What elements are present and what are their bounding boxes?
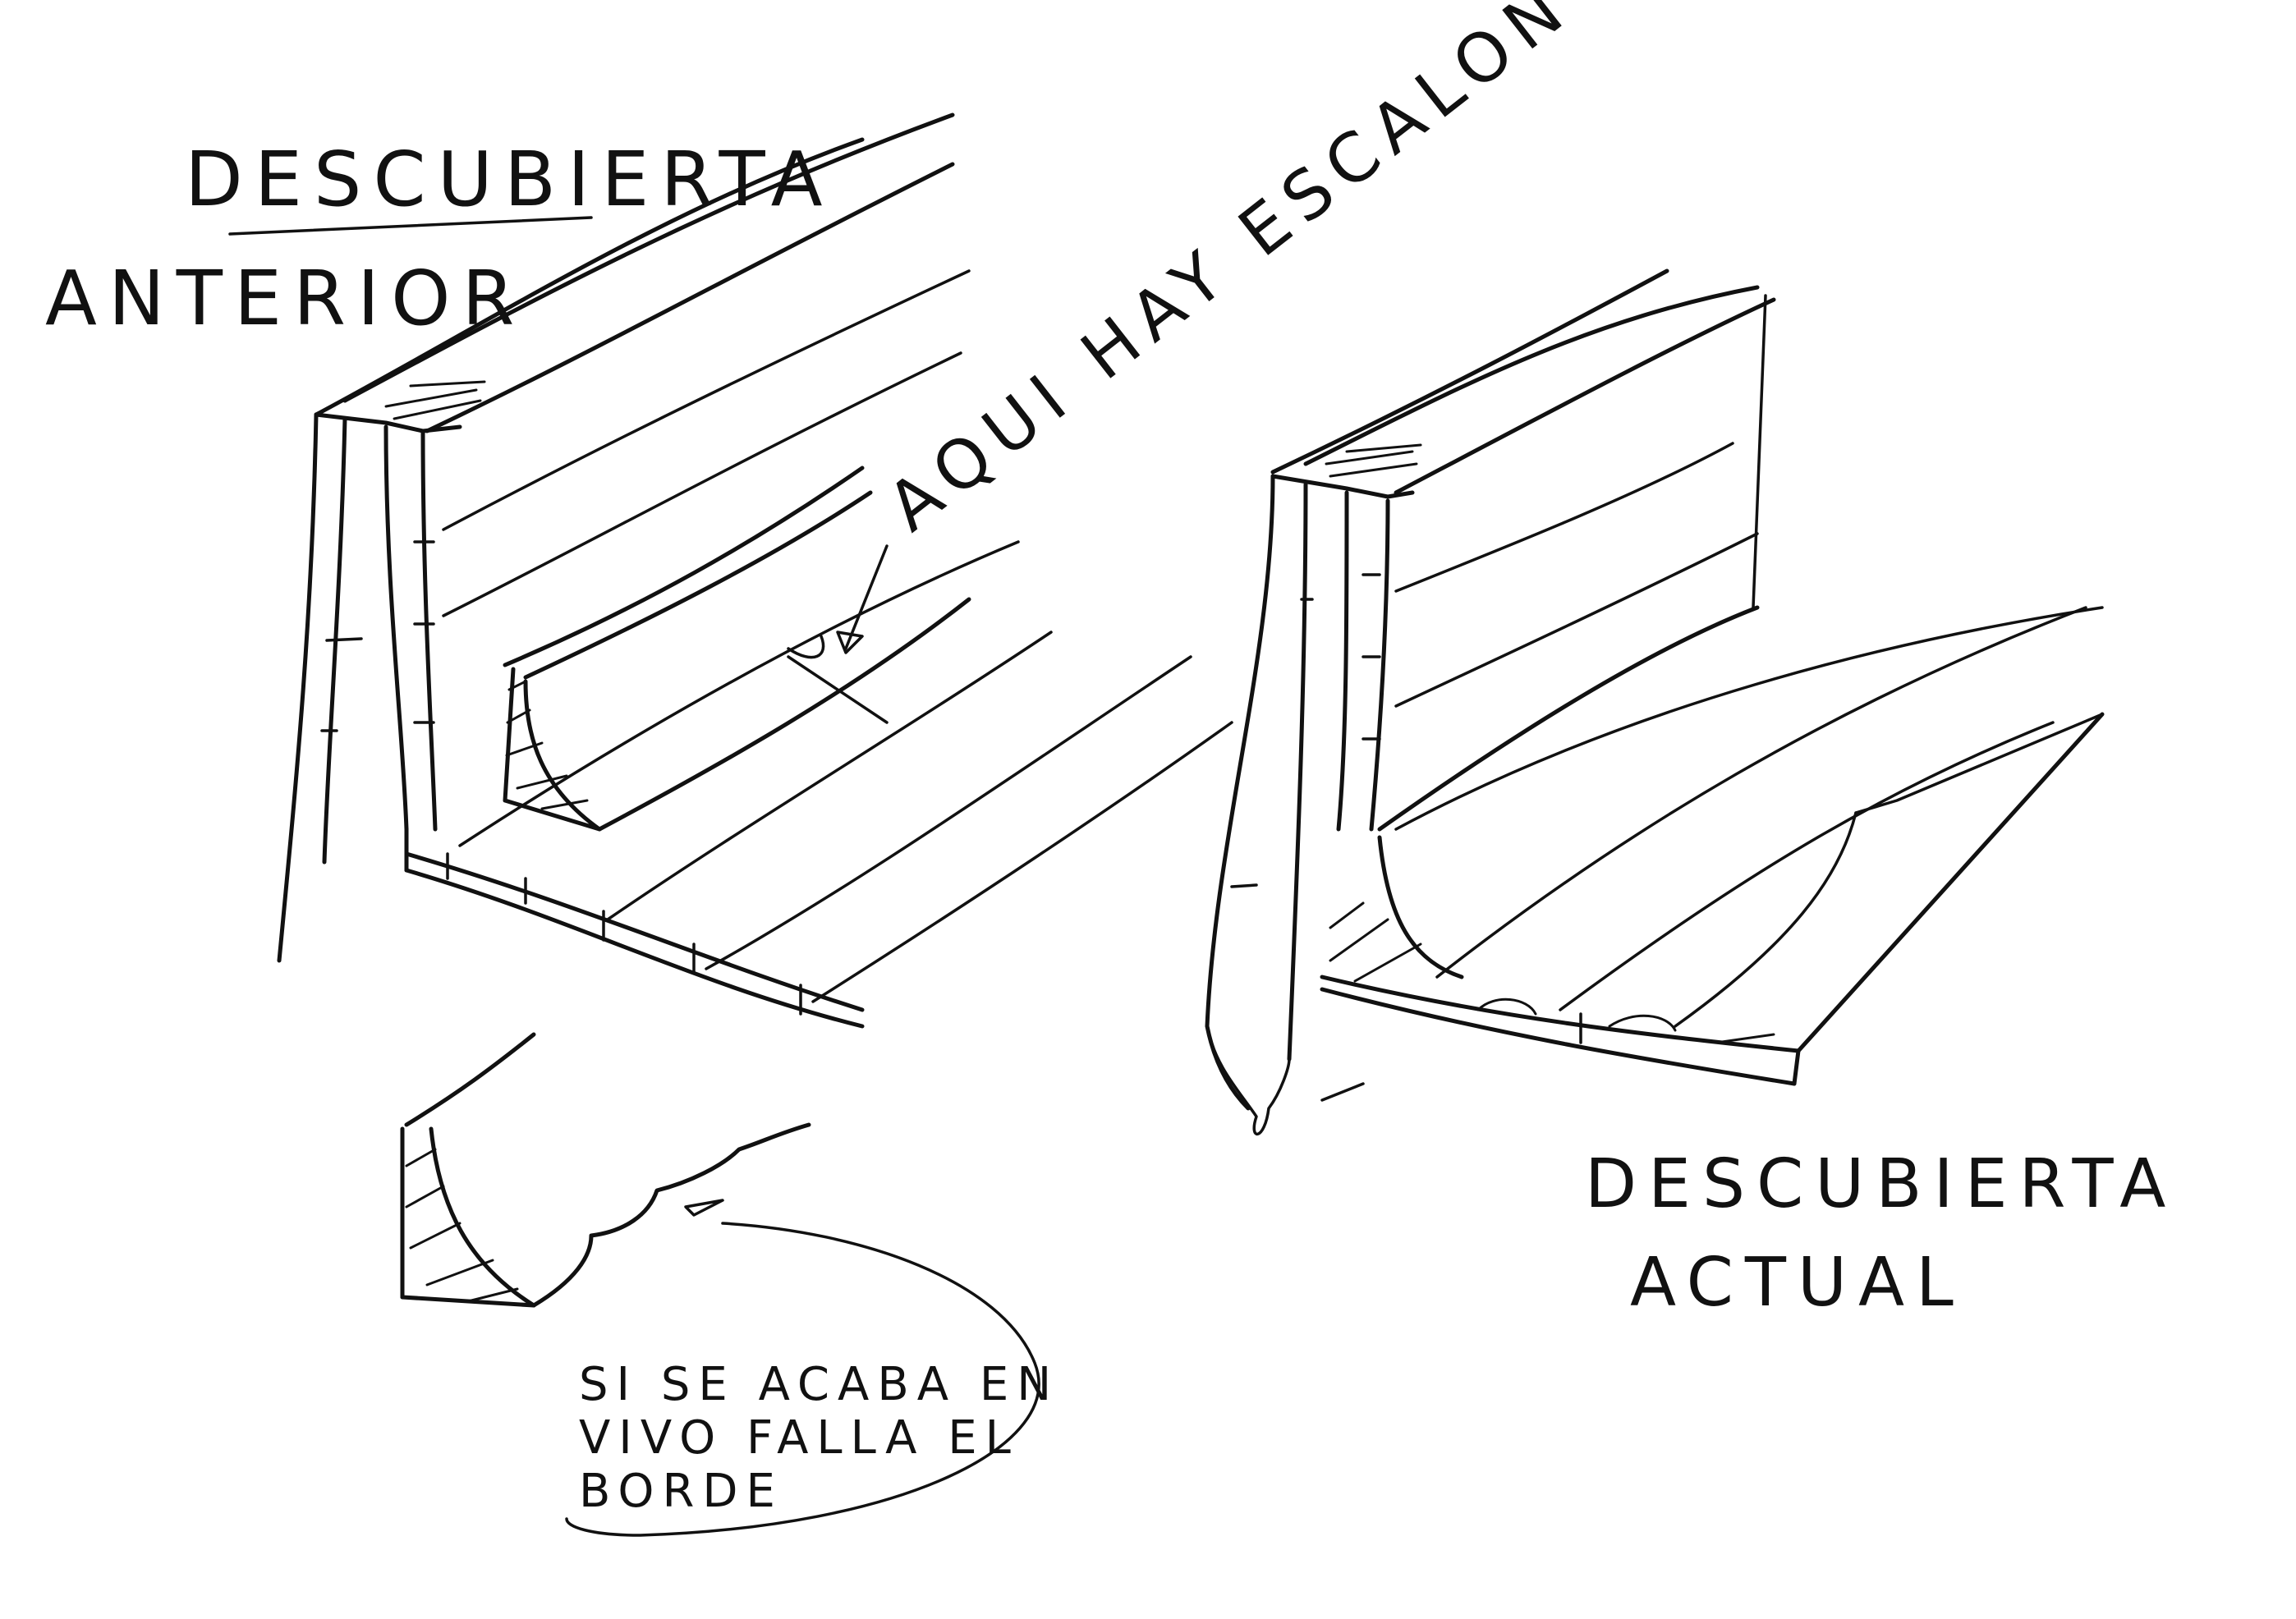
- cur-bulwark-inner-right: [1369, 498, 1390, 832]
- deck-plank-1: [458, 540, 1020, 847]
- gutter-bottom-edge: [597, 597, 971, 832]
- cur-grain-3: [1715, 1033, 1775, 1044]
- bulwark-plank-1: [442, 269, 971, 531]
- cap-rail-top-line-2: [342, 112, 955, 403]
- edge-detail-drawing: [400, 1032, 1040, 1537]
- cur-cap-line-2: [1303, 285, 1760, 466]
- cur-bulwark-outer-left: [1205, 474, 1275, 1111]
- current-deck-drawing: [1205, 268, 2105, 1135]
- cur-hatch-2: [1329, 918, 1389, 962]
- gutter-hatch-2: [506, 709, 531, 724]
- cur-grain-2: [1608, 1014, 1677, 1032]
- cur-plank-2: [1394, 532, 1759, 708]
- gutter-hatch-5: [540, 799, 589, 810]
- bulwark-tick-1: [325, 637, 363, 642]
- cur-plank-1: [1394, 442, 1734, 593]
- cur-gutter-top: [1377, 605, 1760, 832]
- deck-edge-front-2: [404, 851, 865, 1012]
- gutter-profile: [503, 667, 602, 832]
- cur-deck-step: [1854, 713, 2104, 814]
- cur-hatch-1: [1329, 901, 1365, 929]
- cur-cap-line-3: [1394, 297, 1776, 495]
- step-arrow-head: [836, 631, 864, 654]
- previous-deck-underline: [228, 216, 593, 236]
- step-mark-line: [787, 655, 889, 724]
- current-deck-title: DESCUBIERTA: [1585, 1145, 2177, 1223]
- bulwark-inner-left: [383, 424, 409, 832]
- edge-leader: [565, 1222, 1040, 1537]
- step-note: AQUI HAY ESCALON: [874, 0, 1587, 547]
- cur-hatch-3: [1353, 943, 1422, 983]
- deck-plank-3: [705, 655, 1192, 970]
- gutter-top-edge-2: [523, 490, 873, 680]
- cap-rail-grain-1: [384, 388, 478, 408]
- gutter-hatch-1: [507, 680, 527, 691]
- gutter-hatch-4: [516, 774, 568, 790]
- cur-deck-plank-2: [1559, 721, 2055, 1011]
- detail-hatch-4: [425, 1259, 494, 1286]
- edge-arrow-head: [684, 1199, 724, 1217]
- detail-break-line: [531, 1122, 811, 1308]
- detail-hatch-1: [405, 1148, 437, 1167]
- cur-deck-far-edge: [1796, 712, 2105, 1053]
- current-deck-subtitle: ACTUAL: [1630, 1244, 1965, 1322]
- detail-hatch-2: [405, 1185, 445, 1209]
- deck-plank-4: [811, 721, 1233, 1003]
- bulwark-outer-left: [277, 412, 319, 963]
- bulwark-plank-2: [442, 351, 962, 617]
- cur-cap-grain-3: [1345, 443, 1422, 453]
- cur-bulwark-squiggle: [1205, 1025, 1291, 1135]
- cur-cap-front: [1270, 474, 1415, 499]
- deck-edge-front: [404, 868, 865, 1029]
- previous-deck-drawing: [277, 112, 1233, 1029]
- cap-rail-top-line-3: [425, 162, 955, 433]
- cur-cap-grain-1: [1325, 450, 1414, 466]
- detail-hatch-3: [409, 1222, 461, 1250]
- step-mark-curl: [787, 635, 825, 659]
- detail-fillet: [429, 1126, 536, 1308]
- cur-bulwark-end: [1752, 294, 1767, 609]
- detail-top-edge: [404, 1032, 536, 1127]
- cap-rail-front: [314, 412, 462, 433]
- cur-bulwark-outer-right: [1287, 482, 1308, 1062]
- cur-deck-plank-1: [1435, 606, 2087, 979]
- cur-deck-front-2: [1320, 987, 1797, 1086]
- gutter-hatch-3: [505, 741, 544, 757]
- cap-rail-grain-2: [393, 399, 482, 420]
- cur-cap-line-1: [1270, 268, 1669, 475]
- edge-note-line1: SI SE ACABA EN: [579, 1358, 1059, 1411]
- cur-cap-grain-2: [1329, 462, 1418, 478]
- cur-gutter-fillet: [1377, 835, 1464, 979]
- cur-deck-front: [1320, 975, 1801, 1053]
- bulwark-outer-right: [322, 416, 347, 865]
- step-arrow-shaft: [844, 544, 889, 650]
- cur-bulwark-foot: [1320, 1082, 1365, 1102]
- cur-deck-curve: [1394, 606, 2104, 831]
- cur-tick-1: [1230, 883, 1258, 888]
- edge-note-line3: BORDE: [579, 1465, 783, 1518]
- previous-deck-title: DESCUBIERTA: [185, 135, 834, 223]
- bulwark-inner-right: [420, 429, 438, 832]
- deck-plank-2: [606, 631, 1053, 921]
- previous-deck-subtitle: ANTERIOR: [45, 255, 526, 342]
- cur-deck-end: [1792, 1048, 1801, 1086]
- edge-note-line2: VIVO FALLA EL: [579, 1411, 1019, 1465]
- cur-deck-plank-3: [1674, 811, 1857, 1028]
- cur-bulwark-inner-left: [1336, 490, 1349, 832]
- gutter-top-edge: [503, 466, 865, 667]
- detail-hatch-5: [466, 1287, 519, 1303]
- cap-rail-grain-3: [409, 380, 486, 388]
- cur-grain-1: [1476, 998, 1537, 1016]
